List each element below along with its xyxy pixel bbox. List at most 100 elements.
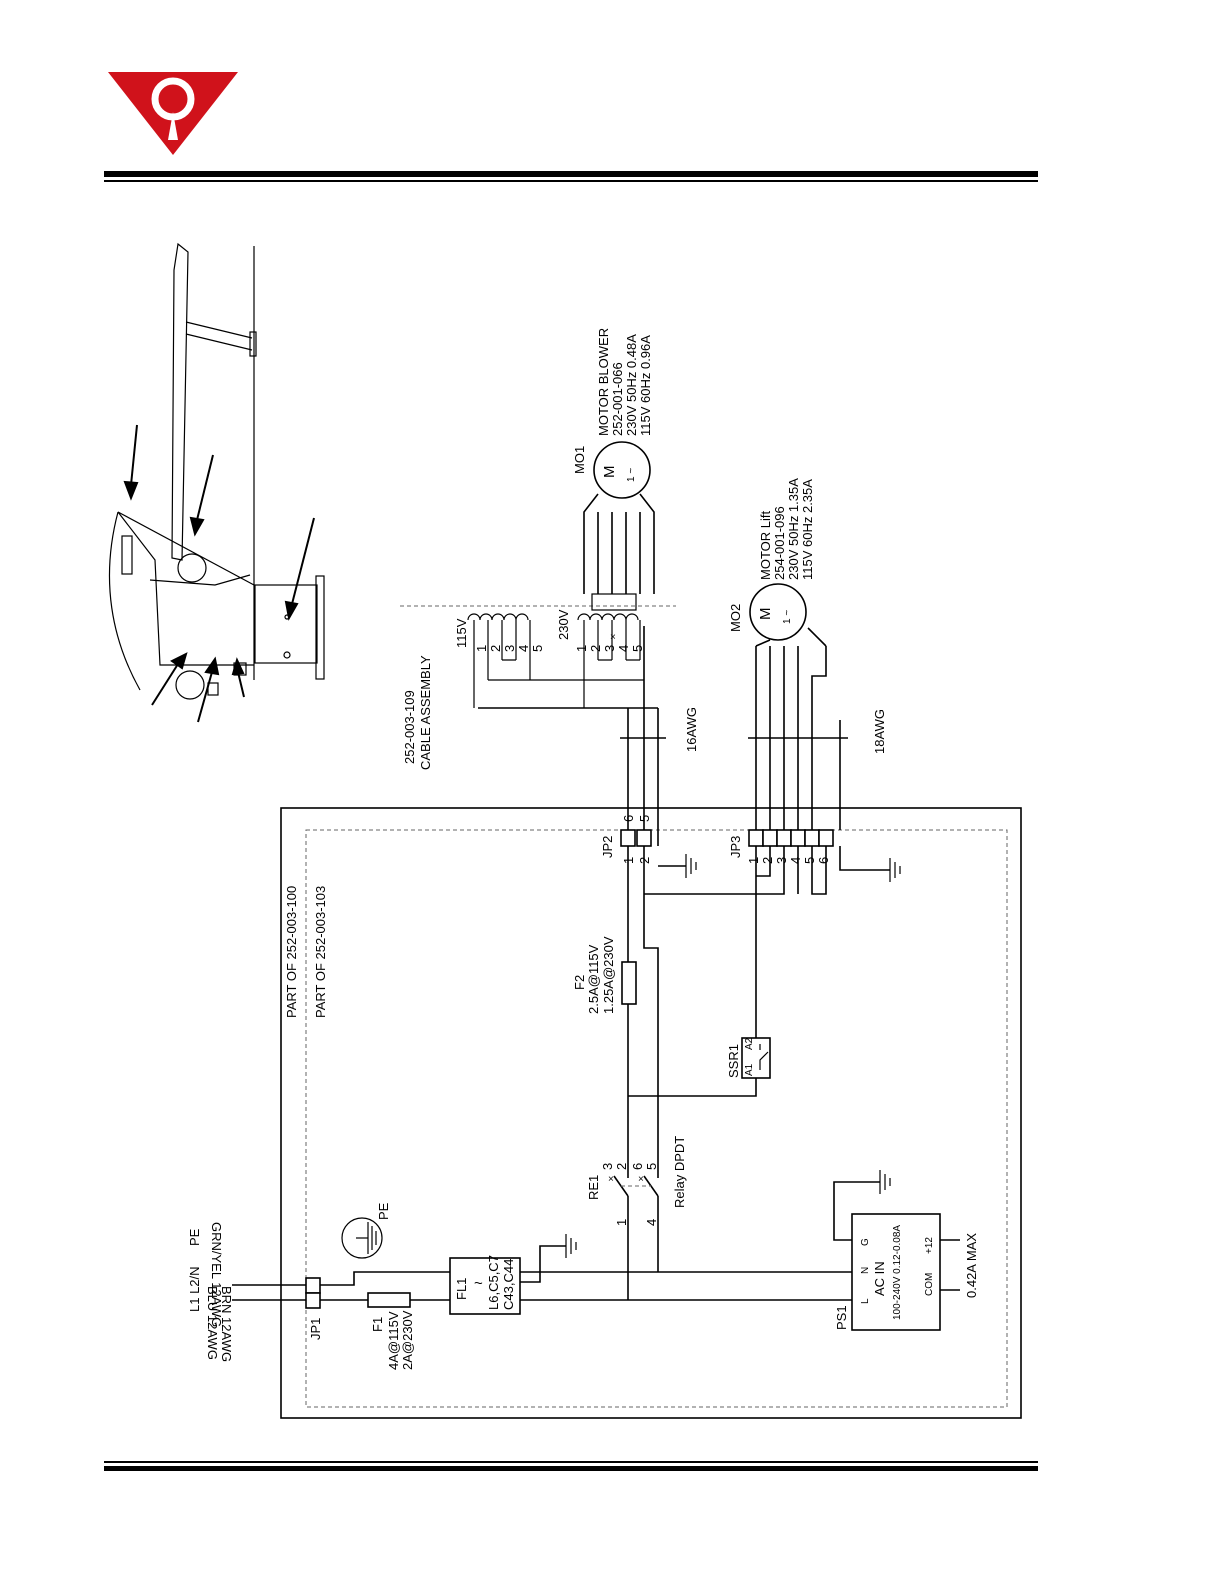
tap-115v-n5: 5 — [530, 645, 545, 652]
mo1-phase: 1 ~ — [626, 468, 637, 482]
pe-symbol-label: PE — [376, 1202, 391, 1220]
company-logo — [108, 72, 238, 155]
header-rule-thin — [104, 180, 1038, 182]
jp3-pin-6: 6 — [816, 857, 831, 864]
ps1-ground-wire — [833, 1181, 880, 1241]
mo1-motor-symbol — [593, 441, 651, 499]
f2-rating1: 2.5A@115V — [586, 944, 601, 1014]
jp2-ground-icon — [685, 854, 697, 878]
mo2-part: 254-001-096 — [772, 506, 787, 580]
f2-name: F2 — [572, 975, 587, 990]
fl1-parts2: C43,C44 — [501, 1259, 516, 1310]
re1-pin-6: 6 — [630, 1163, 645, 1170]
wire-pe-label: GRN/YEL 12AWG — [209, 1222, 224, 1327]
blower-cable-wires — [627, 626, 659, 846]
tap-230v-coils — [577, 613, 641, 708]
ps1-ac-in: AC IN — [872, 1261, 887, 1296]
jp1-terminal-top — [305, 1277, 321, 1294]
re1-x-3: × — [608, 1174, 614, 1185]
mo2-m: M — [757, 608, 774, 621]
ssr1-name: SSR1 — [726, 1044, 741, 1078]
mo1-ref: MO1 — [572, 446, 587, 474]
mo1-m: M — [601, 466, 618, 479]
pe-earth-symbol — [341, 1217, 383, 1259]
ps1-l: L — [860, 1298, 871, 1304]
tap-230v-n1: 1 — [574, 645, 589, 652]
ps1-g: G — [860, 1238, 871, 1246]
tap-230v-x: × — [610, 632, 616, 643]
mo2-title: MOTOR Lift — [758, 511, 773, 580]
power-supply-ps1 — [851, 1213, 941, 1331]
jp1-terminal-bottom — [305, 1292, 321, 1309]
header-rule-thick — [104, 171, 1038, 177]
f2-rating2: 1.25A@230V — [601, 936, 616, 1014]
ssr1-a2: A2 — [744, 1037, 755, 1050]
cable-18awg-label: 18AWG — [872, 709, 887, 754]
jp3-pin-2: 2 — [760, 857, 775, 864]
cable-assembly-part: 252-003-109 — [402, 690, 417, 764]
jp3-pin-5: 5 — [802, 857, 817, 864]
fl1-parts1: L6,C5,C7 — [486, 1255, 501, 1310]
ps1-output-wires — [940, 1239, 960, 1291]
tap-115v-label: 115V — [454, 618, 469, 648]
tap-115v-n2: 2 — [488, 645, 503, 652]
footer-rule-thick — [104, 1466, 1038, 1471]
tap-115v-coils — [467, 613, 531, 708]
mo2-ref: MO2 — [728, 604, 743, 632]
mo2-motor-symbol — [749, 583, 807, 641]
cable-16awg-label: 16AWG — [684, 707, 699, 752]
ssr1 — [741, 1037, 771, 1079]
input-wire-neutral — [232, 1271, 450, 1286]
re1-type: Relay DPDT — [672, 1136, 687, 1208]
wire-brn-label: BRN 12AWG — [219, 1286, 234, 1362]
jp3-pin-4: 4 — [788, 857, 803, 864]
jp2-wires-down — [627, 846, 645, 892]
cable-assembly-name: CABLE ASSEMBLY — [418, 655, 433, 770]
inner-enclosure-label: PART OF 252-003-103 — [313, 886, 328, 1018]
mo1-title: MOTOR BLOWER — [596, 328, 611, 436]
ps1-n: N — [860, 1267, 871, 1274]
ssr1-switch — [759, 1044, 769, 1070]
jp1-label: JP1 — [308, 1318, 323, 1340]
jp3-pin-1: 1 — [746, 857, 761, 864]
filter-fl1 — [449, 1257, 521, 1315]
mo2-spec1: 230V 50Hz 1.35A — [786, 478, 801, 580]
jp2-name: JP2 — [600, 836, 615, 858]
mo1-part: 252-001-066 — [610, 362, 625, 436]
ps1-com: COM — [924, 1273, 935, 1296]
ps1-name: PS1 — [834, 1305, 849, 1330]
re1-pin-2: 2 — [614, 1163, 629, 1170]
tap-230v-jumper — [591, 593, 637, 611]
mo1-leads — [583, 493, 655, 594]
inner-enclosure — [305, 829, 1008, 1408]
fl1-ground-wire — [520, 1245, 566, 1283]
re1-x-6: × — [638, 1174, 644, 1185]
fuse-f2 — [621, 961, 637, 1005]
footer-rule-thin — [104, 1461, 1038, 1463]
ps1-ground-icon — [879, 1170, 891, 1194]
tap-230v-n5: 5 — [630, 645, 645, 652]
fl1-ground-icon — [565, 1234, 577, 1258]
jp3-name: JP3 — [728, 836, 743, 858]
pe-label: PE — [187, 1228, 202, 1246]
tap-230v-n3: 3 — [602, 645, 617, 652]
jp3-pin-3: 3 — [774, 857, 789, 864]
fl1-tilde: ~ — [474, 1275, 483, 1292]
tap-115v-n4: 4 — [516, 645, 531, 652]
f1-name: F1 — [370, 1317, 385, 1332]
mo2-spec2: 115V 60Hz 2.35A — [800, 479, 815, 580]
outer-enclosure — [280, 807, 1022, 1419]
mo1-spec1: 230V 50Hz 0.48A — [624, 334, 639, 436]
jp3-ground-icon — [889, 858, 901, 882]
ssr1-a1: A1 — [744, 1063, 755, 1076]
mo2-leads — [755, 627, 827, 647]
jp3-internal-wires — [644, 846, 890, 895]
tap-230v-n2: 2 — [588, 645, 603, 652]
fuse-f1 — [367, 1292, 411, 1308]
outer-enclosure-label: PART OF 252-003-100 — [284, 886, 299, 1018]
jp3-terminals — [748, 829, 834, 847]
re1-pin-3: 3 — [600, 1163, 615, 1170]
tap-115v-bridge — [488, 659, 644, 681]
jp2-terminal-a — [620, 829, 636, 847]
f1-rating2: 2A@230V — [400, 1310, 415, 1370]
